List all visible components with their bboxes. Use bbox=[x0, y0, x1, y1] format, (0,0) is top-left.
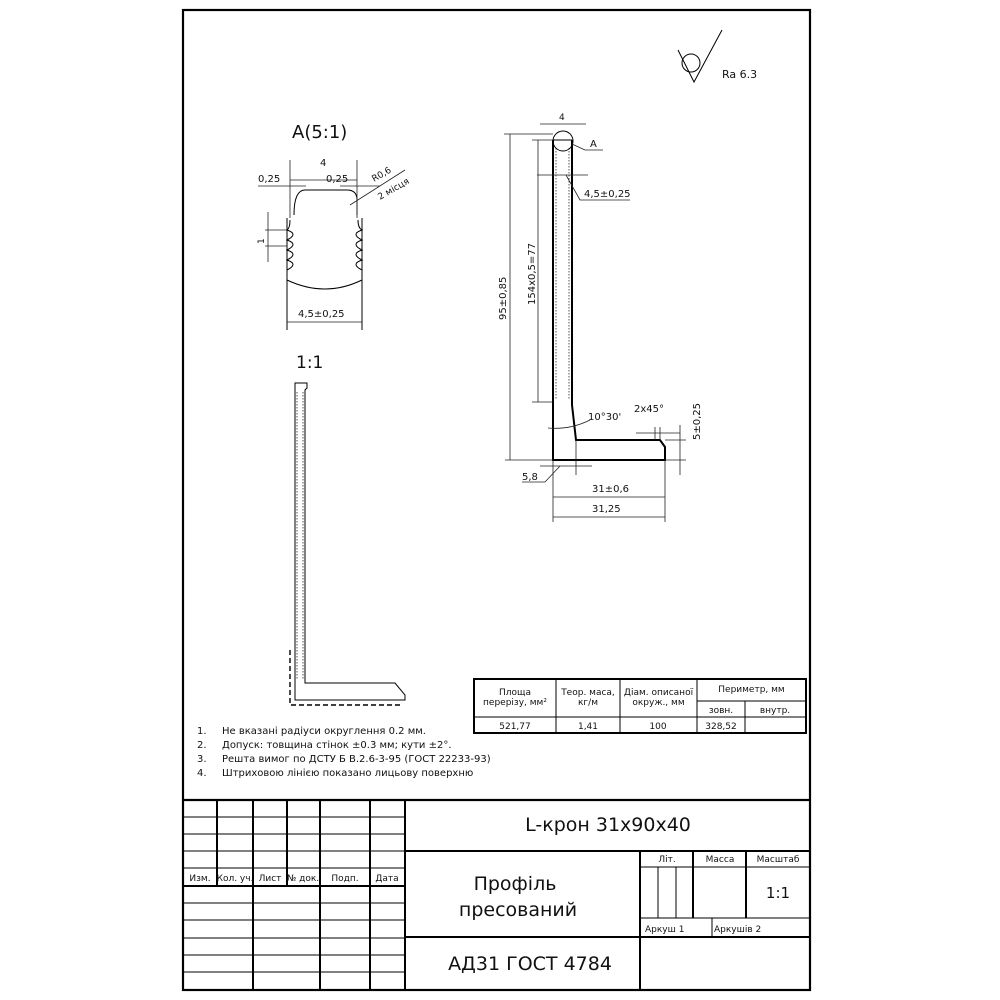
lit-label: Літ. bbox=[658, 855, 675, 865]
value-diameter: 100 bbox=[649, 722, 666, 732]
part-name: пресований bbox=[459, 899, 577, 921]
note-num: 3. bbox=[197, 754, 207, 765]
scale-value: 1:1 bbox=[766, 884, 790, 902]
main-view: A 4 4,5±0,25 95±0,85 154x0,5=77 10°30' 2… bbox=[498, 113, 703, 522]
rev-header: Изм. bbox=[189, 874, 210, 884]
detail-title: A(5:1) bbox=[292, 122, 347, 143]
header-area: Площа перерізу, мм² bbox=[483, 688, 547, 708]
note-num: 2. bbox=[197, 740, 207, 751]
rev-header: Подп. bbox=[331, 874, 358, 884]
value-area: 521,77 bbox=[499, 722, 531, 732]
dim-base-thickness: 5±0,25 bbox=[692, 403, 703, 440]
rev-header: Кол. уч. bbox=[217, 874, 254, 884]
dim-width-top: 4 bbox=[320, 158, 326, 169]
rev-header: № док. bbox=[287, 874, 319, 884]
scale-view-title: 1:1 bbox=[296, 353, 323, 373]
detail-marker: A bbox=[590, 139, 597, 150]
note-num: 4. bbox=[197, 768, 207, 779]
header-perimeter: Периметр, мм bbox=[718, 685, 785, 695]
roughness-label: Ra 6.3 bbox=[722, 68, 757, 81]
note-text: Не вказані радіуси округлення 0.2 мм. bbox=[222, 725, 426, 737]
dim-root: 5,8 bbox=[522, 472, 538, 483]
note-num: 1. bbox=[197, 726, 207, 737]
note-text: Допуск: товщина стінок ±0.3 мм; кути ±2°… bbox=[222, 739, 452, 751]
roughness-symbol: Ra 6.3 bbox=[677, 29, 757, 84]
notes: 1. Не вказані радіуси округлення 0.2 мм.… bbox=[197, 725, 491, 779]
drawing-frame bbox=[181, 8, 812, 992]
header-inner: внутр. bbox=[760, 706, 790, 716]
dim-angle: 10°30' bbox=[588, 412, 621, 423]
header-outer: зовн. bbox=[709, 706, 733, 716]
material: АД31 ГОСТ 4784 bbox=[448, 953, 612, 975]
dim-base-len-ref: 31,25 bbox=[592, 504, 621, 515]
note-text: Решта вимог по ДСТУ Б В.2.6-3-95 (ГОСТ 2… bbox=[222, 754, 491, 765]
dim-chamfer: 2x45° bbox=[634, 404, 664, 415]
note-text: Штриховою лінією показано лицьову поверх… bbox=[222, 767, 473, 779]
rev-header: Дата bbox=[375, 874, 398, 884]
dim-thickness: 4,5±0,25 bbox=[584, 189, 631, 200]
scale-label: Масштаб bbox=[757, 855, 800, 865]
part-name: Профіль bbox=[474, 873, 557, 895]
dim-base-len: 31±0,6 bbox=[592, 484, 629, 495]
dim-radius: R0,6 bbox=[371, 166, 394, 185]
detail-profile bbox=[285, 189, 364, 330]
title-block: Изм. Кол. уч. Лист № док. Подп. Дата L-к… bbox=[183, 798, 810, 990]
designation: L-крон 31x90x40 bbox=[525, 814, 691, 836]
dim-top-width: 4 bbox=[559, 113, 565, 123]
properties-table: Площа перерізу, мм² Теор. маса, кг/м Діа… bbox=[473, 678, 807, 734]
rev-header: Лист bbox=[259, 874, 282, 884]
dim-width-bottom: 4,5±0,25 bbox=[298, 309, 345, 320]
dim-pitch: 1 bbox=[257, 238, 267, 244]
main-profile bbox=[552, 140, 666, 461]
dim-pitch-count: 154x0,5=77 bbox=[527, 243, 538, 305]
scale-view: 1:1 bbox=[289, 353, 406, 706]
face-surface-line bbox=[289, 650, 400, 706]
value-outer: 328,52 bbox=[705, 722, 737, 732]
dim-left-offset: 0,25 bbox=[258, 174, 280, 185]
mass-label: Масса bbox=[706, 855, 735, 865]
dim-height: 95±0,85 bbox=[498, 277, 509, 320]
profile-outline bbox=[294, 382, 406, 701]
sheet-number: Аркуш 1 bbox=[645, 925, 684, 935]
header-mass: Теор. маса, кг/м bbox=[561, 688, 615, 708]
header-diameter: Діам. описаної окруж., мм bbox=[623, 688, 694, 708]
dim-right-offset: 0,25 bbox=[326, 174, 348, 185]
value-mass: 1,41 bbox=[578, 722, 598, 732]
sheet-count: Аркушів 2 bbox=[714, 925, 761, 935]
detail-view-a: A(5:1) 4 0,25 0,25 R0,6 2 місця 1 4,5±0,… bbox=[257, 122, 411, 330]
